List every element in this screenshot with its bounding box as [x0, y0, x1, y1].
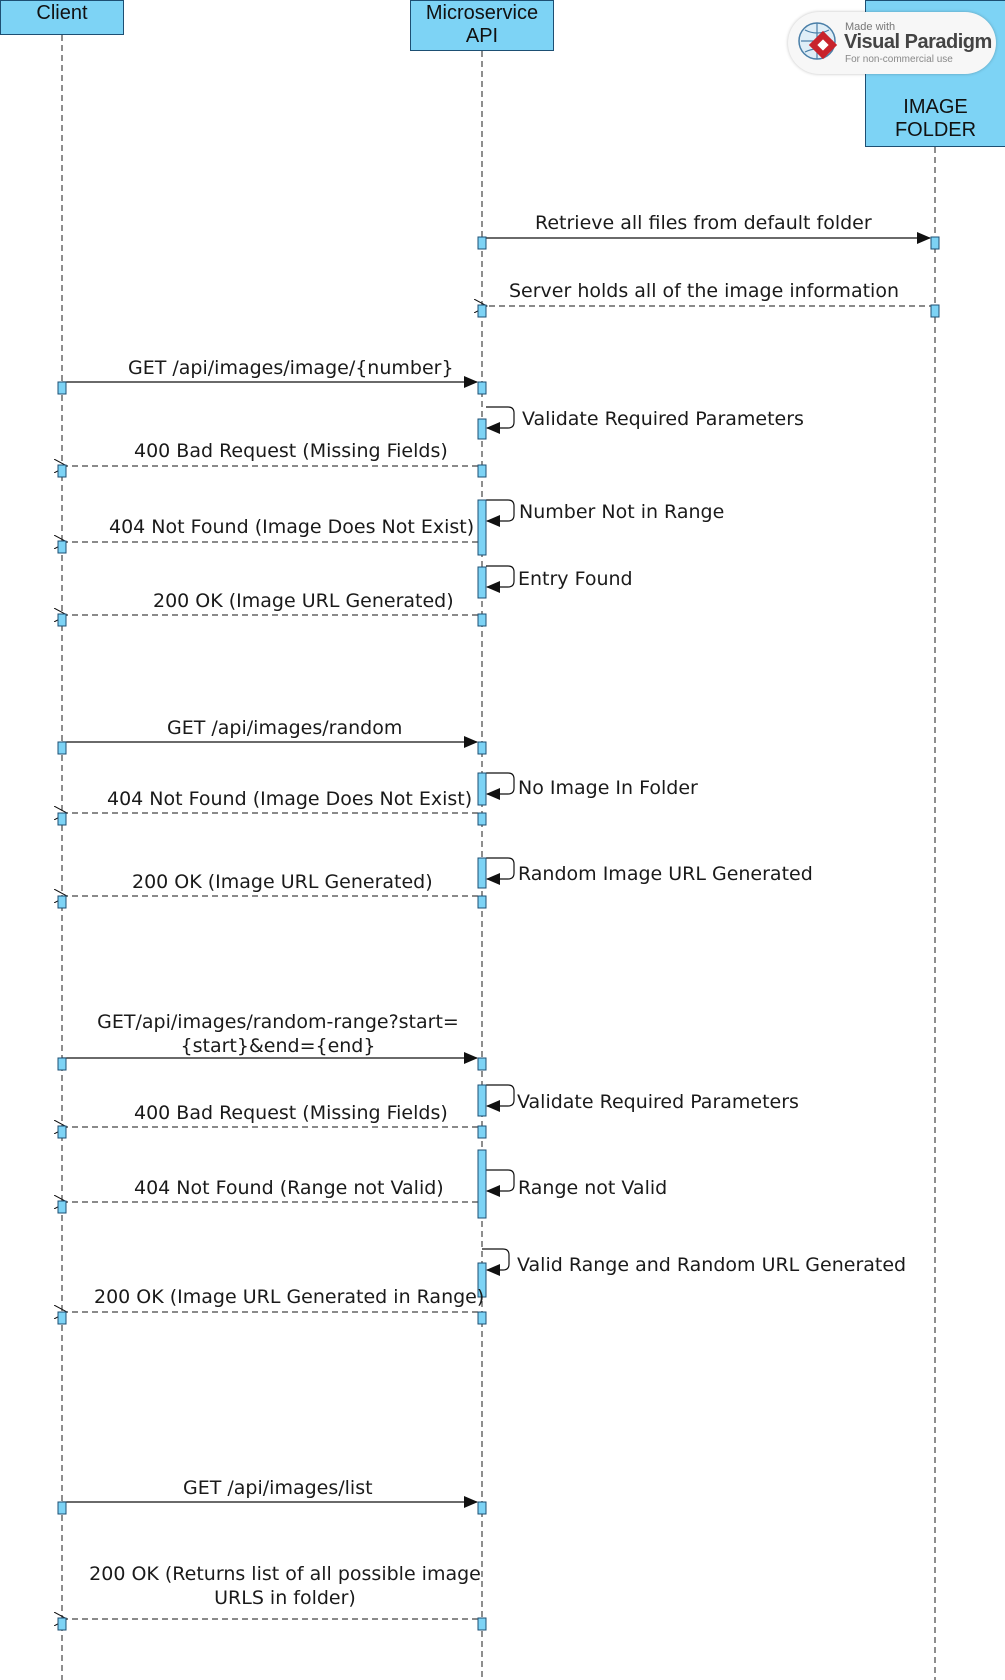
endpoint-marker: [57, 464, 67, 478]
endpoint-marker: [477, 1057, 487, 1071]
message-label: Retrieve all files from default folder: [535, 212, 872, 234]
endpoint-marker: [57, 1200, 67, 1214]
endpoint-marker: [57, 741, 67, 755]
endpoint-marker: [477, 895, 487, 909]
self-message-label: No Image In Folder: [518, 777, 698, 799]
watermark-made-with: Made with: [845, 21, 896, 33]
endpoint-marker: [57, 812, 67, 826]
endpoint-marker: [57, 540, 67, 554]
activation-bar: [477, 1262, 487, 1298]
message-label: GET/api/images/random-range?start= {star…: [97, 1011, 459, 1057]
endpoint-marker: [477, 381, 487, 395]
activation-bar: [477, 772, 487, 806]
endpoint-marker: [57, 1311, 67, 1325]
endpoint-marker: [477, 1501, 487, 1515]
endpoint-marker: [477, 464, 487, 478]
endpoint-marker: [477, 613, 487, 627]
message-label: 200 OK (Returns list of all possible ima…: [89, 1563, 481, 1609]
message-label: GET /api/images/list: [183, 1477, 373, 1499]
self-arrow-validate-a: [486, 406, 515, 434]
message-label: GET /api/images/image/{number}: [128, 357, 454, 379]
watermark-subtitle: For non-commercial use: [845, 54, 953, 65]
self-arrow-no-image: [486, 772, 515, 800]
endpoint-marker: [477, 304, 487, 318]
message-label: 404 Not Found (Image Does Not Exist): [107, 788, 473, 810]
self-message-label: Validate Required Parameters: [522, 408, 804, 430]
self-arrow-range-invalid: [486, 1169, 515, 1197]
activation-bar: [477, 566, 487, 599]
self-arrow-validate-c: [486, 1084, 515, 1112]
watermark-brand: Visual Paradigm: [844, 31, 992, 53]
message-label: 400 Bad Request (Missing Fields): [134, 440, 448, 462]
endpoint-marker: [477, 812, 487, 826]
self-arrow-random-url: [486, 857, 515, 885]
message-label: GET /api/images/random: [167, 717, 403, 739]
activation-bar: [477, 1084, 487, 1117]
self-arrow-valid-range: [482, 1248, 510, 1276]
message-label: Server holds all of the image informatio…: [509, 280, 899, 302]
self-message-label: Range not Valid: [518, 1177, 668, 1199]
self-message-label: Random Image URL Generated: [518, 863, 813, 885]
self-message-label: Entry Found: [518, 568, 633, 590]
self-arrow-entry-found: [486, 565, 515, 593]
self-arrow-range-a: [486, 499, 515, 527]
message-label: 200 OK (Image URL Generated): [132, 871, 433, 893]
endpoint-marker: [930, 304, 940, 318]
activation-bar: [477, 499, 487, 556]
activation-bar: [477, 857, 487, 889]
endpoint-marker: [57, 1125, 67, 1139]
message-label: 200 OK (Image URL Generated in Range): [94, 1286, 485, 1308]
endpoint-marker: [57, 1617, 67, 1631]
message-label: 400 Bad Request (Missing Fields): [134, 1102, 448, 1124]
message-label: 200 OK (Image URL Generated): [153, 590, 454, 612]
api-lifeline-header[interactable]: Microservice API: [410, 0, 554, 51]
endpoint-marker: [477, 1617, 487, 1631]
visual-paradigm-watermark: Made with Visual Paradigm For non-commer…: [788, 12, 996, 74]
endpoint-marker: [57, 613, 67, 627]
self-message-label: Valid Range and Random URL Generated: [517, 1254, 907, 1276]
self-message-label: Number Not in Range: [519, 501, 725, 523]
activation-bar: [477, 418, 487, 440]
endpoint-marker: [57, 895, 67, 909]
message-label: 404 Not Found (Range not Valid): [134, 1177, 444, 1199]
endpoint-marker: [477, 1125, 487, 1139]
endpoint-marker: [477, 1311, 487, 1325]
visual-paradigm-logo-icon: [798, 22, 838, 60]
message-label: 404 Not Found (Image Does Not Exist): [109, 516, 475, 538]
self-message-label: Validate Required Parameters: [517, 1091, 799, 1113]
activation-bar: [477, 1149, 487, 1219]
endpoint-marker: [930, 236, 940, 250]
endpoint-marker: [57, 1057, 67, 1071]
endpoint-marker: [477, 236, 487, 250]
endpoint-marker: [57, 1501, 67, 1515]
endpoint-marker: [57, 381, 67, 395]
endpoint-marker: [477, 741, 487, 755]
client-lifeline-header[interactable]: Client: [0, 0, 124, 35]
